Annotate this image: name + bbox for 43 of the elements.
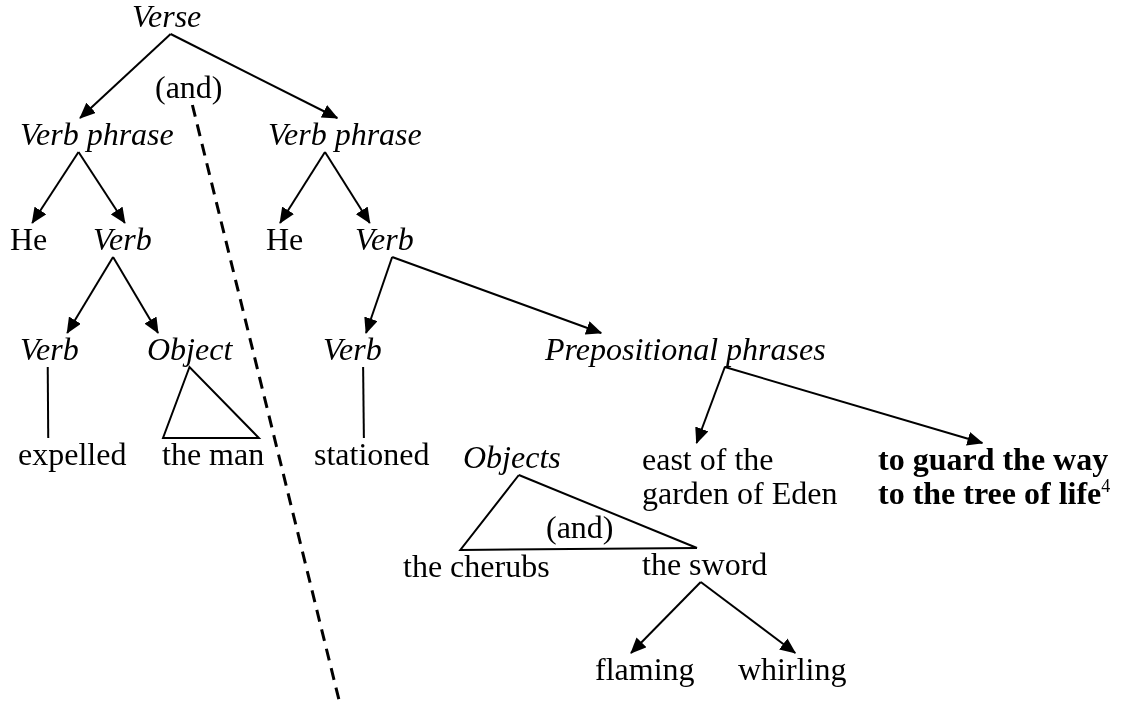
phrase-label: to guard the way to the tree of life$^{4}$ <box>878 443 1111 511</box>
word-label: east of the garden of Eden <box>642 443 838 511</box>
word-label: the cherubs <box>403 550 550 584</box>
arrow <box>112 256 160 334</box>
roof-triangle <box>161 365 262 439</box>
branch-line <box>46 366 50 439</box>
roof-triangle-side <box>458 474 698 551</box>
word-label: stationed <box>314 438 430 472</box>
word-label: the sword <box>642 548 768 582</box>
arrow <box>630 581 702 654</box>
branch-line <box>362 366 365 439</box>
dashed-divider-line <box>190 104 341 701</box>
category-label: Objects <box>463 441 561 475</box>
category-label: Verb <box>20 333 79 367</box>
category-label: Verb phrase <box>20 118 174 152</box>
category-label: Verb <box>93 223 152 257</box>
word-label: flaming <box>595 653 695 687</box>
roof-side-line <box>517 474 698 549</box>
word-label: (and) <box>155 71 223 105</box>
word-label: expelled <box>18 438 127 472</box>
arrow <box>695 366 726 444</box>
arrow <box>324 151 371 224</box>
arrow <box>66 256 115 334</box>
arrow <box>31 151 80 224</box>
arrow <box>699 581 797 654</box>
arrow <box>723 366 984 446</box>
category-label: Verb phrase <box>268 118 422 152</box>
word-label: He <box>10 223 48 257</box>
category-label: Object <box>147 333 233 367</box>
arrow <box>279 151 326 224</box>
category-label: Verb <box>323 333 382 367</box>
category-label: Verb <box>355 223 414 257</box>
word-label: (and) <box>546 511 614 545</box>
arrow <box>77 151 126 224</box>
arrow <box>391 256 603 335</box>
category-label: Prepositional phrases <box>545 333 826 367</box>
word-label: the man <box>162 438 265 472</box>
arrow <box>169 33 339 119</box>
word-label: whirling <box>738 653 847 687</box>
category-label: Verse <box>132 0 202 34</box>
arrow <box>364 256 394 334</box>
arrow <box>79 33 172 119</box>
word-label: He <box>266 223 304 257</box>
